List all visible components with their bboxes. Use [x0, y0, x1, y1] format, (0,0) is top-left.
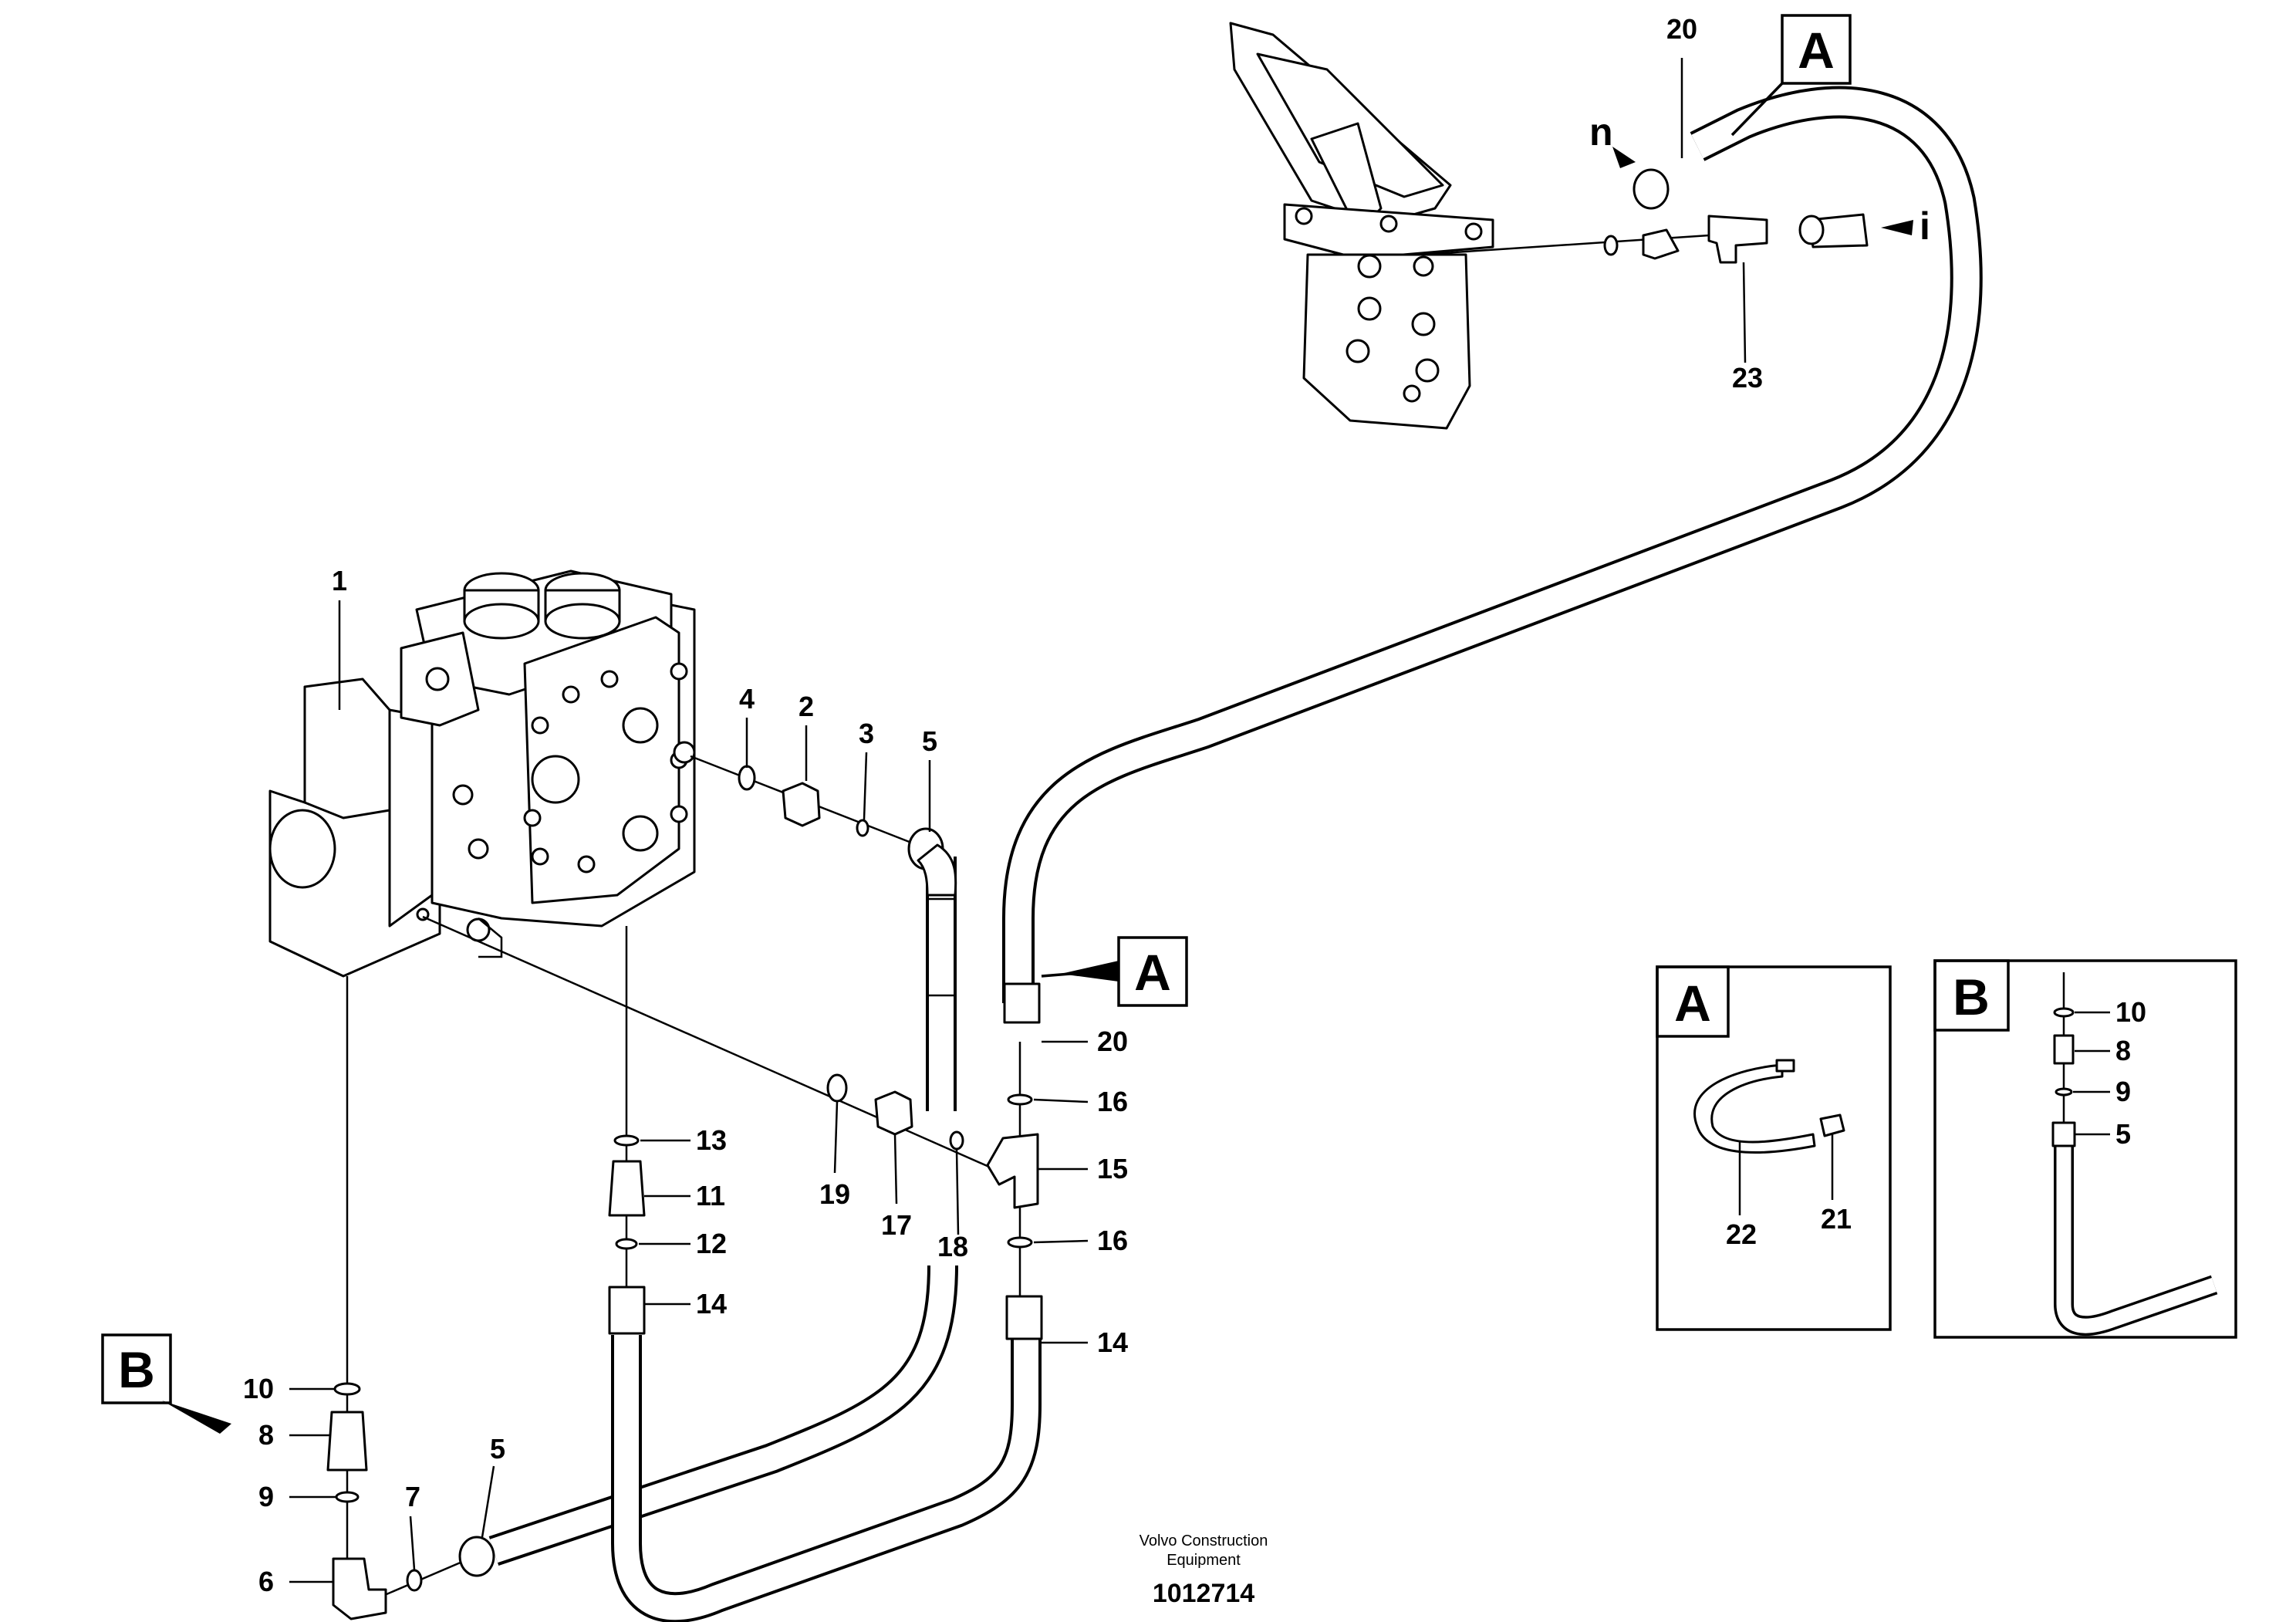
callout-8-b: 8	[2115, 1035, 2131, 1066]
callout-22: 22	[1726, 1218, 1757, 1250]
callout-9-b: 9	[2115, 1076, 2131, 1107]
callout-4: 4	[739, 683, 755, 715]
callout-15: 15	[1097, 1153, 1128, 1184]
callout-20-top: 20	[1666, 13, 1697, 45]
footer: Volvo Construction Equipment 1012714	[1140, 1532, 1268, 1608]
callout-7: 7	[405, 1481, 420, 1512]
callout-10: 10	[243, 1373, 274, 1404]
callout-8: 8	[258, 1419, 274, 1451]
callout-14-right: 14	[1097, 1326, 1128, 1358]
callout-13: 13	[696, 1124, 727, 1156]
callout-5-b: 5	[2115, 1118, 2131, 1150]
svg-text:n: n	[1589, 110, 1613, 154]
callout-9: 9	[258, 1481, 274, 1512]
control-valve-block	[268, 569, 696, 978]
credit-line-2: Equipment	[1167, 1552, 1241, 1569]
svg-text:i: i	[1920, 204, 1930, 248]
svg-text:B: B	[1953, 968, 1990, 1026]
callout-labels: 1 4 2 3 5 19 17 18 20 16 15 16 14 13 11 …	[243, 13, 2146, 1597]
direction-arrow-n: n	[1589, 110, 1636, 168]
callout-19: 19	[819, 1178, 850, 1210]
callout-5-bottom: 5	[490, 1433, 505, 1465]
hose-5-top	[926, 857, 957, 1111]
detail-box-b: B	[1933, 959, 2237, 1339]
callout-3: 3	[859, 718, 874, 749]
reference-box-a-top: A	[1730, 14, 1852, 137]
callout-14-left: 14	[696, 1288, 727, 1320]
callout-2: 2	[799, 691, 814, 722]
brake-pedal-valve	[1229, 22, 1494, 430]
callout-18: 18	[937, 1231, 968, 1262]
svg-text:A: A	[1674, 975, 1711, 1032]
direction-arrow-i: i	[1881, 204, 1930, 248]
document-number: 1012714	[1153, 1579, 1254, 1608]
reference-box-b-left: B	[101, 1333, 231, 1434]
callout-10-b: 10	[2115, 996, 2146, 1028]
callout-20-mid: 20	[1097, 1026, 1128, 1057]
callout-5-top: 5	[922, 725, 937, 757]
callout-6: 6	[258, 1566, 274, 1597]
callout-11: 11	[696, 1180, 725, 1211]
hose-14-u	[611, 1335, 1042, 1622]
callout-21: 21	[1821, 1203, 1852, 1235]
callout-12: 12	[696, 1228, 727, 1259]
leader-lines	[289, 58, 2110, 1583]
callout-23: 23	[1732, 362, 1763, 394]
svg-text:A: A	[1134, 944, 1171, 1001]
callout-17: 17	[881, 1209, 912, 1241]
callout-1: 1	[332, 565, 347, 596]
svg-text:B: B	[118, 1341, 155, 1398]
callout-16-top: 16	[1097, 1086, 1128, 1117]
credit-line-1: Volvo Construction	[1140, 1532, 1268, 1549]
hose-long-pedal	[1002, 86, 1983, 1003]
reference-box-a-mid: A	[1041, 936, 1188, 1007]
hose-18	[488, 1265, 958, 1566]
callout-16-bottom: 16	[1097, 1225, 1128, 1256]
fittings	[326, 168, 1869, 1620]
svg-text:A: A	[1798, 22, 1835, 79]
detail-box-a: A	[1656, 965, 1892, 1331]
